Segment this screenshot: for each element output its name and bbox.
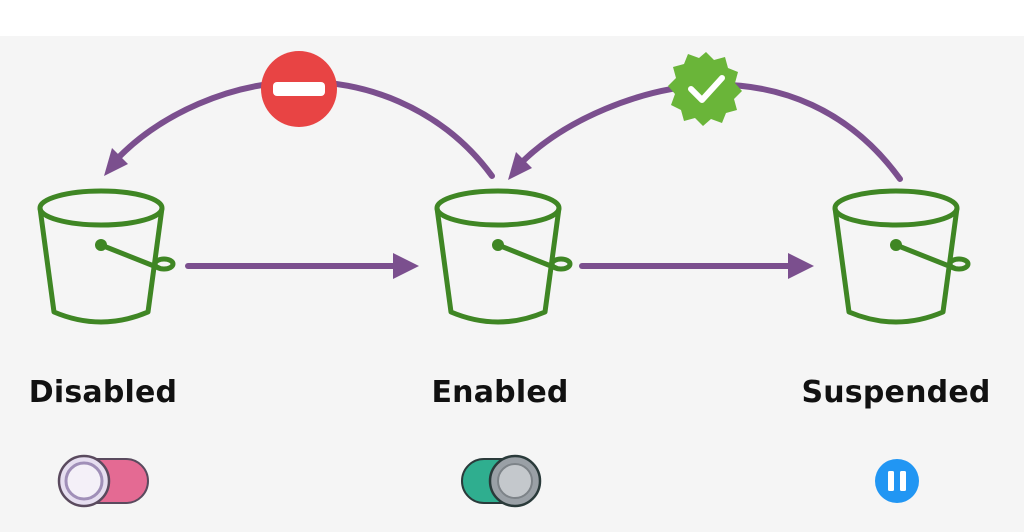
state-label-suspended: Suspended [801,375,991,410]
no-entry-icon [261,51,337,127]
top-bar [0,0,1024,36]
bucket-suspended-icon [832,188,971,325]
state-label-disabled: Disabled [28,375,178,410]
state-label-enabled: Enabled [431,375,569,410]
pause-icon [875,459,919,503]
verified-check-icon [668,52,742,126]
arrow-disabled-to-enabled [185,253,419,279]
bucket-disabled-icon [37,188,176,325]
toggle-on-icon [461,454,542,508]
toggle-off-icon [57,454,149,508]
bucket-enabled-icon [434,188,573,325]
arrow-enabled-to-suspended [579,253,814,279]
